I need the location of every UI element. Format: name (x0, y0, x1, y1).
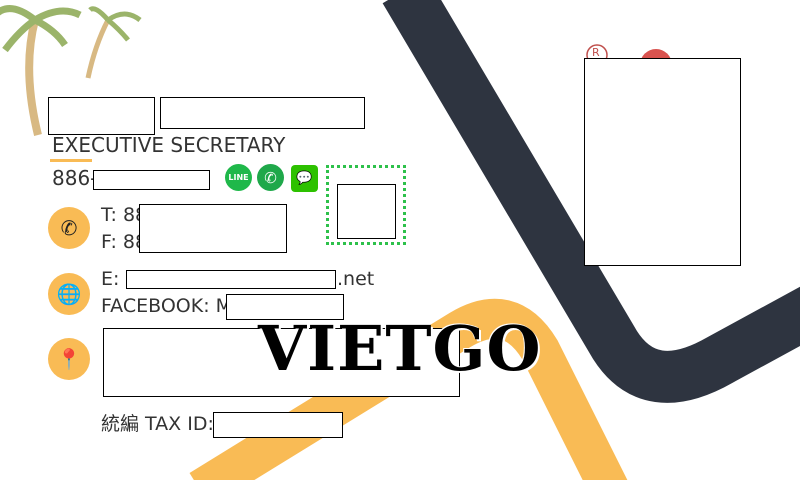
phone-icon: ✆ (48, 207, 90, 249)
redacted-name-en (160, 97, 365, 129)
fax-number: F: 88 (101, 231, 148, 253)
email-prefix: E: (101, 268, 120, 290)
redacted-facebook (226, 294, 344, 320)
redacted-tax-id (213, 412, 343, 438)
watermark: VIETGO (258, 312, 542, 385)
redacted-mobile (93, 170, 210, 190)
dark-band (382, 0, 800, 403)
redacted-name (48, 97, 155, 135)
job-title: EXECUTIVE SECRETARY (52, 133, 286, 157)
line-icon[interactable]: LINE (225, 164, 252, 191)
title-underline (50, 159, 92, 162)
tax-id-label: 統編 TAX ID: (101, 413, 214, 435)
mobile-number: 886- (52, 166, 98, 190)
redacted-phone-fax (139, 204, 287, 253)
phone-number: T: 88 (101, 204, 148, 226)
redacted-address (103, 328, 460, 397)
qr-code (326, 165, 406, 245)
wechat-icon[interactable]: 💬 (291, 165, 318, 192)
orange-band (189, 298, 628, 480)
redacted-logo-area (584, 58, 741, 266)
redacted-email (126, 270, 336, 289)
email-suffix: .net (337, 268, 375, 290)
registered-mark: R (592, 46, 600, 59)
palm-tree-icon (0, 5, 142, 136)
whatsapp-icon[interactable]: ✆ (257, 164, 284, 191)
location-pin-icon: 📍 (48, 338, 90, 380)
globe-icon: 🌐 (48, 273, 90, 315)
redacted-qr-center (337, 184, 396, 239)
facebook-label: FACEBOOK: M (101, 295, 233, 317)
